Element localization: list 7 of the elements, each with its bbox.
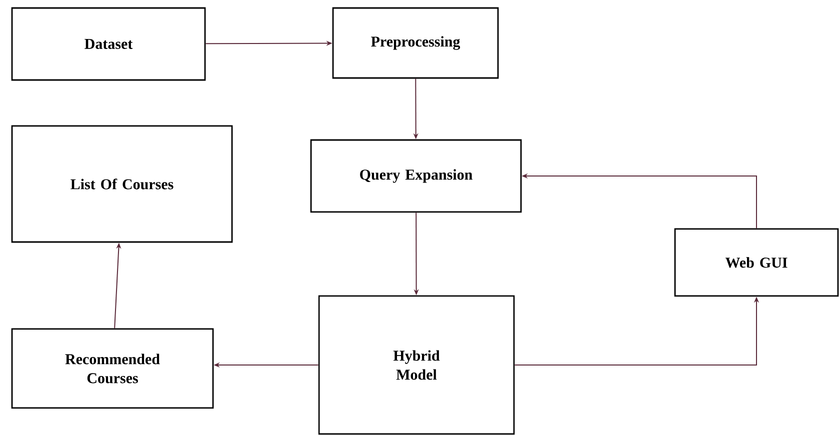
process-box: Dataset: [11, 7, 206, 81]
process-box: Web GUI: [674, 228, 839, 297]
process-box: Recommended Courses: [11, 328, 214, 409]
process-box: List Of Courses: [11, 125, 233, 243]
process-box: Query Expansion: [310, 139, 522, 213]
process-box: Preprocessing: [332, 7, 499, 79]
process-box: Hybrid Model: [318, 295, 515, 435]
